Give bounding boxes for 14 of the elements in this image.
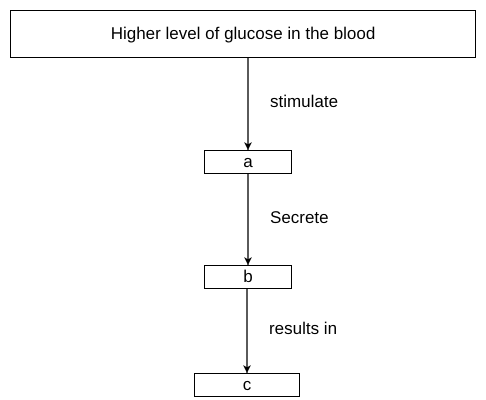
process-box (204, 265, 292, 289)
box-text: a (243, 152, 253, 172)
process-box (194, 373, 300, 397)
edge-label: results in (269, 319, 338, 339)
edge-label: Secrete (270, 208, 329, 228)
box-text: c (242, 375, 252, 395)
box-text: b (243, 267, 253, 287)
process-box (204, 150, 292, 174)
arrow (244, 58, 252, 150)
process-box (10, 10, 476, 58)
arrow (244, 174, 252, 265)
edge-label: stimulate (270, 92, 338, 112)
arrow (243, 289, 251, 373)
box-text: Higher level of glucose in the blood (110, 24, 376, 44)
